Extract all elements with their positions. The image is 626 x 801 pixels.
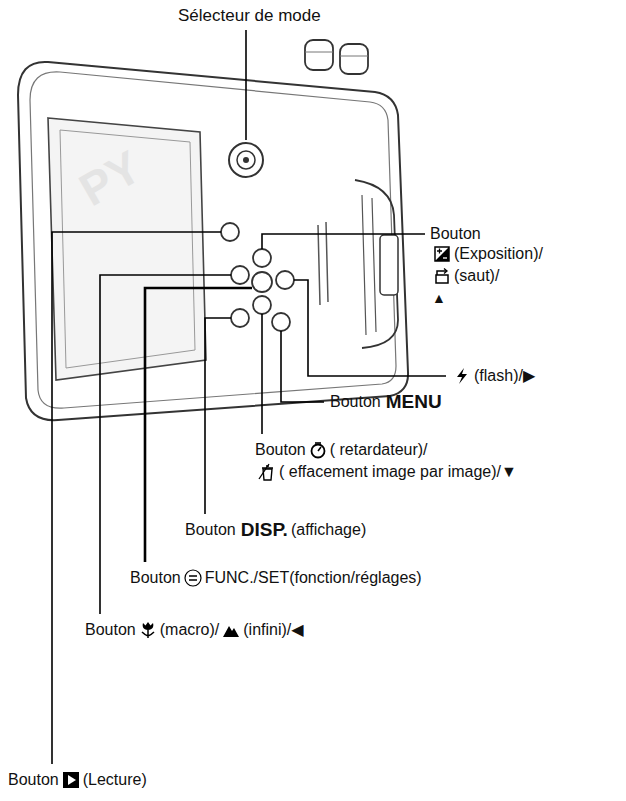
label-row: (flash)/▶ bbox=[450, 366, 535, 386]
label-row: Bouton ( retardateur)/ bbox=[255, 440, 428, 460]
label-row: Bouton FUNC./SET(fonction/réglages) bbox=[130, 568, 422, 588]
label-row: BoutonDISP.(affichage) bbox=[185, 520, 366, 540]
button-icon bbox=[184, 569, 202, 587]
part-label: ( retardateur)/ bbox=[330, 440, 428, 460]
part-label: ( effacement image par image)/▼ bbox=[279, 462, 517, 482]
part-label: Bouton bbox=[8, 770, 59, 790]
label-row: BoutonMENU bbox=[330, 392, 442, 412]
button-icon bbox=[309, 441, 327, 459]
part-label: Bouton bbox=[330, 392, 381, 412]
part-label: FUNC./SET(fonction/réglages) bbox=[205, 568, 422, 588]
button-icon bbox=[139, 621, 157, 639]
button-icon bbox=[433, 245, 451, 263]
part-label: (macro)/ bbox=[160, 620, 220, 640]
label-row: (saut)/ bbox=[430, 266, 499, 286]
label-row: (Exposition)/ bbox=[430, 244, 543, 264]
part-label: (Lecture) bbox=[83, 770, 147, 790]
part-label: (affichage) bbox=[291, 520, 366, 540]
part-label: (saut)/ bbox=[454, 266, 499, 286]
label-row: Sélecteur de mode bbox=[178, 6, 321, 26]
part-label: (flash)/▶ bbox=[474, 366, 535, 386]
button-icon bbox=[433, 267, 451, 285]
label-row: Bouton bbox=[430, 224, 481, 244]
part-label: Bouton bbox=[85, 620, 136, 640]
part-label: (Exposition)/ bbox=[454, 244, 543, 264]
part-label: Bouton bbox=[430, 224, 481, 244]
button-icon bbox=[62, 771, 80, 789]
part-label: MENU bbox=[386, 392, 442, 412]
label-row: Bouton (Lecture) bbox=[8, 770, 147, 790]
part-label: ▲ bbox=[432, 288, 446, 308]
label-row: Bouton (macro)/ (infini)/◀ bbox=[85, 620, 304, 640]
part-label: DISP. bbox=[241, 520, 288, 540]
button-icon bbox=[453, 367, 471, 385]
part-label: Bouton bbox=[255, 440, 306, 460]
button-icon bbox=[258, 463, 276, 481]
button-icon bbox=[222, 621, 240, 639]
part-label: Sélecteur de mode bbox=[178, 6, 321, 26]
part-label: Bouton bbox=[130, 568, 181, 588]
label-row: ( effacement image par image)/▼ bbox=[255, 462, 517, 482]
part-label: (infini)/◀ bbox=[243, 620, 303, 640]
label-row: ▲ bbox=[432, 288, 446, 308]
part-label: Bouton bbox=[185, 520, 236, 540]
